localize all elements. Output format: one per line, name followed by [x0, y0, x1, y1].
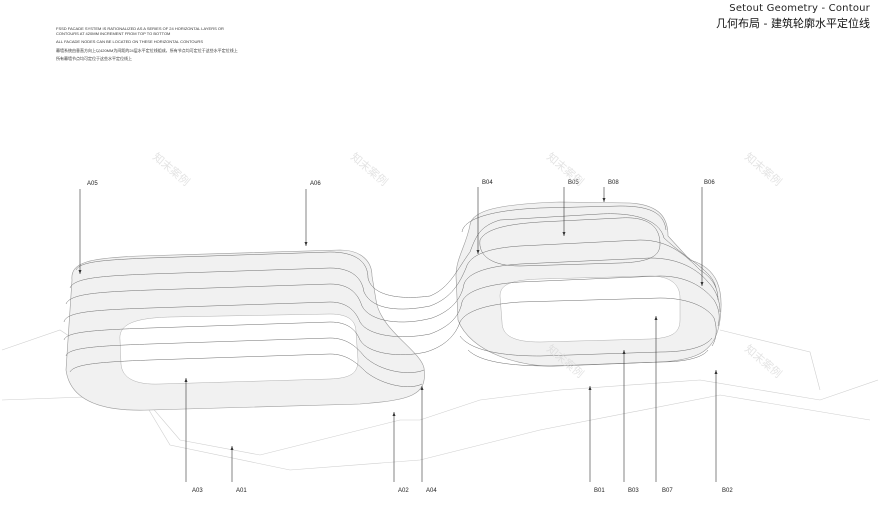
leader-arrows: [78, 198, 718, 450]
label-a03: A03: [192, 488, 203, 494]
left-shell: [65, 249, 425, 411]
label-b02: B02: [722, 488, 733, 494]
label-a01: A01: [236, 488, 247, 494]
label-b06: B06: [704, 180, 715, 186]
watermark-3: 知末案例: [544, 150, 587, 189]
watermark-5: 知末案例: [742, 342, 785, 381]
title-chinese: 几何布局 - 建筑轮廓水平定位线: [716, 17, 870, 30]
label-b08: B08: [608, 180, 619, 186]
leader-lines: [79, 187, 717, 482]
label-b03: B03: [628, 488, 639, 494]
label-a06: A06: [310, 181, 321, 187]
watermark-2: 知末案例: [348, 150, 391, 189]
notes-block: FSSD FACADE SYSTEM IS RATIONALIZED AS A …: [56, 26, 241, 66]
label-b04: B04: [482, 180, 493, 186]
note-2: ALL FACADE NODES CAN BE LOCATED ON THESE…: [56, 39, 203, 45]
contour-lines: [63, 205, 721, 387]
label-b05: B05: [568, 180, 579, 186]
label-a05: A05: [87, 181, 98, 187]
note-1: FSSD FACADE SYSTEM IS RATIONALIZED AS A …: [56, 26, 224, 36]
label-b01: B01: [594, 488, 605, 494]
watermark-4: 知末案例: [742, 150, 785, 189]
title-english: Setout Geometry - Contour: [729, 3, 870, 14]
label-a02: A02: [398, 488, 409, 494]
right-shell: [455, 201, 722, 367]
note-3: 幕墙系统由垂直方向上以420mm为间距的24层水平定位线组成，所有节点均可定位于…: [56, 47, 238, 53]
label-b07: B07: [662, 488, 673, 494]
title-block: Setout Geometry - Contour 几何布局 - 建筑轮廓水平定…: [716, 3, 870, 31]
watermark-1: 知末案例: [150, 150, 193, 189]
note-4: 所有幕墙节点均可定位于这些水平定位线上: [56, 56, 132, 62]
label-a04: A04: [426, 488, 437, 494]
